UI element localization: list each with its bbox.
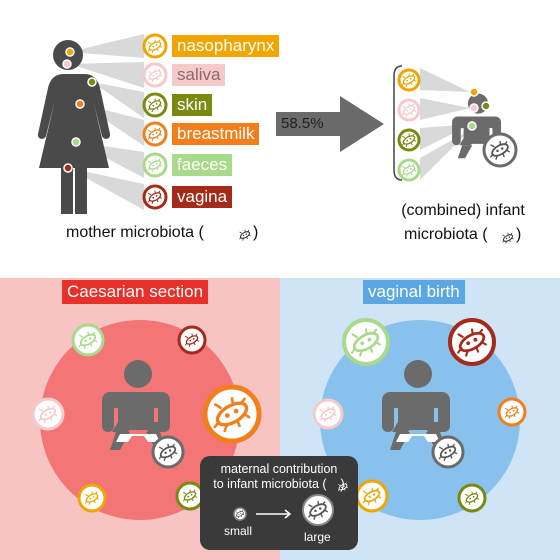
transfer-percent: 58.5% bbox=[281, 115, 324, 132]
infant-caption-line2: microbiota ( bbox=[404, 226, 488, 243]
site-bubbles bbox=[142, 33, 168, 210]
site-label-breastmilk: breastmilk bbox=[172, 123, 260, 145]
legend-box: maternal contribution to infant microbio… bbox=[200, 456, 358, 550]
vaginal-bubbles bbox=[312, 318, 527, 513]
caesarean-bubbles bbox=[31, 323, 262, 513]
arrow-right-icon bbox=[276, 96, 384, 152]
infant-caption-end: ) bbox=[516, 226, 522, 243]
site-label-nasopharynx: nasopharynx bbox=[172, 35, 280, 57]
site-label-vagina: vagina bbox=[172, 186, 233, 208]
legend-line2-text: to infant microbiota ( bbox=[213, 477, 327, 491]
mother-caption-text: mother microbiota ( bbox=[66, 224, 204, 241]
site-label-faeces: faeces bbox=[172, 154, 233, 176]
arrow-right-icon bbox=[256, 509, 292, 519]
legend-small: small bbox=[224, 524, 253, 538]
legend-line2: to infant microbiota () bbox=[200, 477, 358, 492]
legend-line1: maternal contribution bbox=[220, 462, 338, 476]
caesarean-title: Caesarian section bbox=[62, 280, 209, 304]
mother-caption-end: ) bbox=[253, 224, 259, 241]
mother-caption: mother microbiota ( bbox=[66, 224, 246, 242]
mother-site-dots bbox=[62, 47, 97, 173]
legend-line2-end: ) bbox=[340, 477, 345, 491]
site-label-skin: skin bbox=[172, 94, 213, 116]
site-label-saliva: saliva bbox=[172, 64, 226, 86]
infant-caption-line1: (combined) infant bbox=[401, 202, 525, 219]
legend-large: large bbox=[304, 530, 331, 544]
legend-graphic bbox=[233, 482, 349, 526]
bracket-icon bbox=[393, 65, 403, 181]
infant-dots bbox=[467, 87, 491, 131]
vaginal-title: vaginal birth bbox=[363, 280, 465, 304]
infant-site-bubbles bbox=[397, 68, 518, 182]
